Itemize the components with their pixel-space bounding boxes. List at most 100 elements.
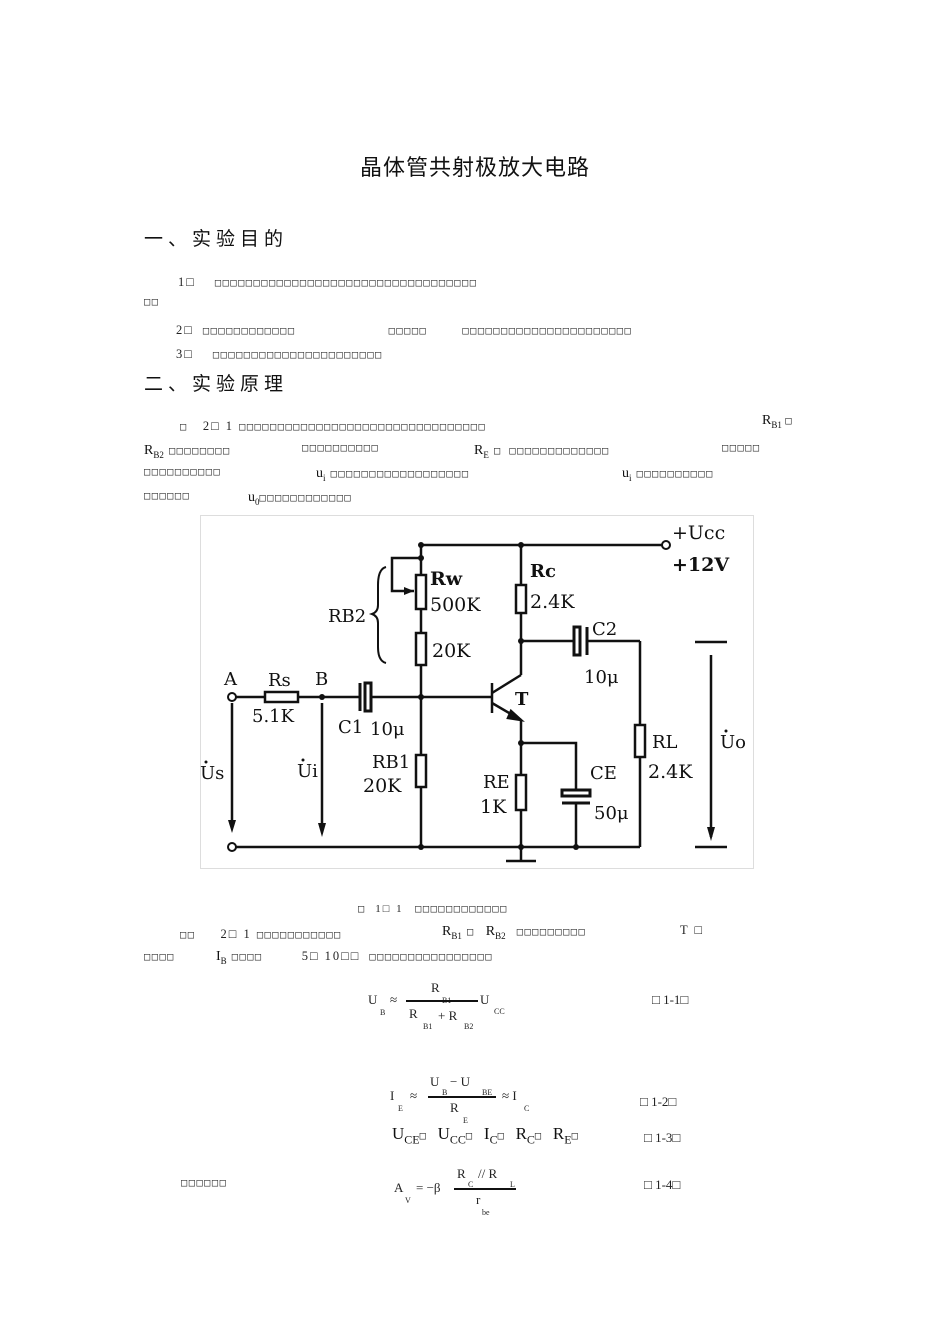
arrow-down-icon [228, 820, 236, 833]
symbol-sub: B [220, 955, 227, 966]
term-base: R [515, 1124, 527, 1143]
fraction-line [454, 1188, 516, 1190]
terminal-ucc[interactable] [661, 540, 671, 550]
principle-line-2-b: □□□□□□□□□□ [302, 442, 380, 454]
eq-lhs: A [394, 1180, 404, 1195]
item-text: □□□□□□□□□□□□□□□□□□□□□□□□□□□□□□□□□□ [214, 277, 478, 289]
item-text: □□□□□ [388, 325, 428, 337]
capacitor-c1-plate [363, 681, 373, 713]
terminal-a[interactable] [227, 692, 237, 702]
phasor-dots [204, 729, 728, 764]
eq-numerator-sub: BE [482, 1088, 493, 1097]
symbol-base: R [144, 443, 154, 458]
symbol-base: u [622, 466, 629, 481]
resistor-rs [263, 690, 300, 704]
principle-line-4-a: □□□□□□ [144, 490, 191, 502]
eq-tail-sub: CC [494, 1007, 505, 1016]
para2-line-1-b: RB1 □ RB2 □□□□□□□□□ [442, 920, 586, 941]
label-ce: CE [590, 763, 617, 784]
objective-item-3: 3□ □□□□□□□□□□□□□□□□□□□□□□ [176, 343, 383, 362]
arrow-down-icon [707, 827, 715, 841]
eq-term: IC□ [484, 1124, 505, 1147]
label-rw-value: 500K [430, 594, 481, 616]
document-title: 晶体管共射极放大电路 [359, 156, 590, 181]
eq-denominator-sub: E [463, 1116, 468, 1125]
figure-ref: 2□ 1 [220, 927, 252, 941]
label-us: Us [200, 763, 224, 784]
label-rb1-value: 20K [363, 775, 402, 797]
label-rc-value: 2.4K [530, 591, 575, 613]
resistors [263, 573, 647, 812]
voltage-arrows [230, 640, 727, 849]
symbol-base: R [762, 413, 772, 428]
item-number: 3□ [176, 347, 194, 361]
eq-denominator-plus: + R [438, 1008, 458, 1023]
resistor-rb1 [414, 753, 428, 789]
eq-denominator-sub: B2 [464, 1022, 474, 1031]
objective-item-2: 2□ □□□□□□□□□□□□ □□□□□ □□□□□□□□□□□□□□□□□□… [176, 319, 632, 338]
fraction-line [406, 1000, 478, 1002]
principle-line-2-d: □□□□□ [722, 442, 761, 454]
term-sub: CE [404, 1132, 420, 1147]
text: □□□□ [231, 951, 263, 963]
symbol-sub: B1 [451, 930, 462, 941]
objective-item-1: 1□ □□□□□□□□□□□□□□□□□□□□□□□□□□□□□□□□□□ [178, 271, 477, 290]
eq-term: UCC□ [437, 1124, 474, 1147]
label-rc: Rc [530, 561, 556, 582]
eq-numerator-sub: L [510, 1180, 515, 1189]
term-op: □ [465, 1130, 474, 1142]
equation-1-3: U CE □ UCC□ IC□ R C □ RE□ [392, 1124, 579, 1147]
para2-line-1: □□ 2□ 1 □□□□□□□□□□□ [180, 923, 342, 942]
text: □□□□□□□□□□ [636, 468, 714, 480]
symbol-sub: B2 [495, 930, 506, 941]
item-text: □□□□□□□□□□□□□□□□□□□□□□ [462, 325, 633, 337]
circuit-schematic: +Ucc +12V Rw 500K RB2 20K Rc 2.4K C2 10μ… [200, 515, 754, 869]
text: □ [358, 903, 366, 915]
terminals[interactable] [227, 540, 671, 852]
wires [233, 543, 666, 863]
term-base: U [437, 1124, 450, 1143]
term-base: R [552, 1124, 565, 1143]
label-c2: C2 [592, 619, 617, 640]
eq-term: RE□ [552, 1124, 580, 1146]
terminal-ground[interactable] [227, 842, 237, 852]
section-heading-objectives: 一、实验目的 [144, 228, 289, 250]
eq-denominator-sub: be [482, 1208, 490, 1217]
symbol-u0: u0 [248, 490, 260, 507]
eq-rel: ≈ I [502, 1088, 517, 1103]
eq-lhs-sub: B [380, 1008, 386, 1017]
symbol-rb2: RB2 [144, 443, 164, 460]
brace-icon [368, 566, 387, 664]
label-rl-value: 2.4K [648, 761, 693, 783]
term-sub: C [489, 1132, 498, 1147]
figure-number: 1□ 1 [375, 903, 404, 915]
term-sub: CC [449, 1132, 466, 1147]
item-number: 1□ [178, 275, 196, 289]
symbol-rb1: RB1 [442, 924, 462, 941]
eq-numerator: R [457, 1166, 466, 1181]
equation-number-1-2: □ 1-2□ [640, 1094, 677, 1109]
symbol-base: u [316, 466, 323, 481]
equation-number-1-3: □ 1-3□ [644, 1130, 681, 1145]
symbol-rb2: RB2 [486, 924, 506, 941]
arrowheads [228, 820, 715, 841]
resistor-rc [514, 583, 528, 615]
eq-denominator: R [409, 1006, 418, 1021]
symbol-base: u [248, 490, 255, 505]
item-text: □□□□□□□□□□□□ [202, 325, 296, 337]
principle-line-2-c: RE □ □□□□□□□□□□□□□ [474, 439, 610, 460]
principle-line-3-b: ui □□□□□□□□□□□□□□□□□□ [316, 462, 470, 483]
transistor-symbol [490, 673, 525, 722]
eq-numerator-parallel: // R [478, 1166, 498, 1181]
term-op: □ [571, 1130, 580, 1142]
wiper-arrow-icon [404, 587, 414, 595]
text: □□□□ [144, 951, 175, 963]
principle-line-3-a: □□□□□□□□□□ [144, 466, 222, 478]
label-rb1: RB1 [372, 752, 410, 773]
label-rs-value: 5.1K [252, 706, 295, 727]
eq-tail: U [480, 992, 490, 1007]
label-re-value: 1K [480, 796, 507, 818]
eq-lhs-sub: V [405, 1196, 411, 1205]
item-text: □□□□□□□□□□□□□□□□□□□□□□ [212, 349, 383, 361]
symbol-ui: ui [622, 466, 632, 483]
